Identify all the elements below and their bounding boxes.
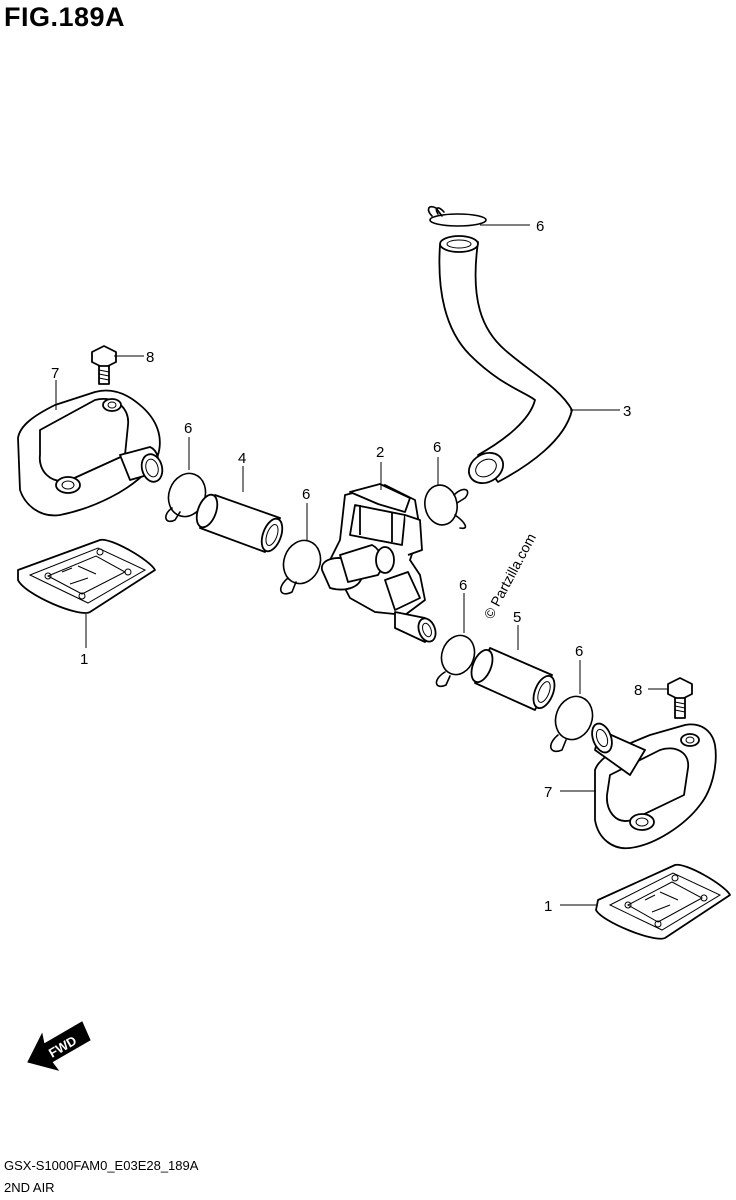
watermark: © Partzilla.com — [481, 531, 539, 622]
callout-1: 1 — [544, 898, 552, 915]
reed-valve-cover-part-7-left — [17, 389, 164, 517]
callout-5: 5 — [513, 609, 521, 626]
callout-6: 6 — [575, 643, 583, 660]
callout-3: 3 — [623, 403, 631, 420]
callout-6: 6 — [536, 218, 544, 235]
callout-6: 6 — [433, 439, 441, 456]
leader-lines — [55, 224, 668, 906]
reed-valve-plate-part-1-right — [595, 864, 731, 940]
callout-1: 1 — [80, 651, 88, 668]
clamp-part-6-center-upper — [424, 484, 469, 530]
callout-6: 6 — [302, 486, 310, 503]
figure-code: GSX-S1000FAM0_E03E28_189A — [4, 1158, 199, 1173]
callout-8: 8 — [634, 682, 642, 699]
bolt-part-8-left — [91, 345, 117, 385]
hose-part-5 — [470, 647, 556, 711]
callout-8: 8 — [146, 349, 154, 366]
hose-part-4 — [195, 493, 284, 553]
callout-6: 6 — [459, 577, 467, 594]
callout-6: 6 — [184, 420, 192, 437]
callout-2: 2 — [376, 444, 384, 461]
callout-4: 4 — [238, 450, 246, 467]
forward-arrow-icon: FWD — [27, 1021, 91, 1071]
reed-valve-plate-part-1-left — [17, 539, 156, 614]
bolt-part-8-right — [667, 677, 693, 719]
clamp-part-6-top — [427, 205, 487, 227]
reed-valve-cover-part-7-right — [591, 722, 717, 850]
figure-title: FIG.189A — [4, 2, 126, 32]
callout-7: 7 — [544, 784, 552, 801]
clamp-part-6-left-b — [280, 539, 322, 595]
clamp-part-6-center-lower — [435, 634, 476, 688]
pair-valve-part-2 — [321, 483, 437, 643]
clamp-part-6-right — [550, 695, 594, 753]
callout-7: 7 — [51, 365, 59, 382]
callouts: 6 8 7 3 2 6 6 4 6 1 6 5 6 8 7 1 — [51, 218, 642, 915]
figure-name: 2ND AIR — [4, 1180, 55, 1195]
hose-part-3 — [438, 235, 573, 484]
